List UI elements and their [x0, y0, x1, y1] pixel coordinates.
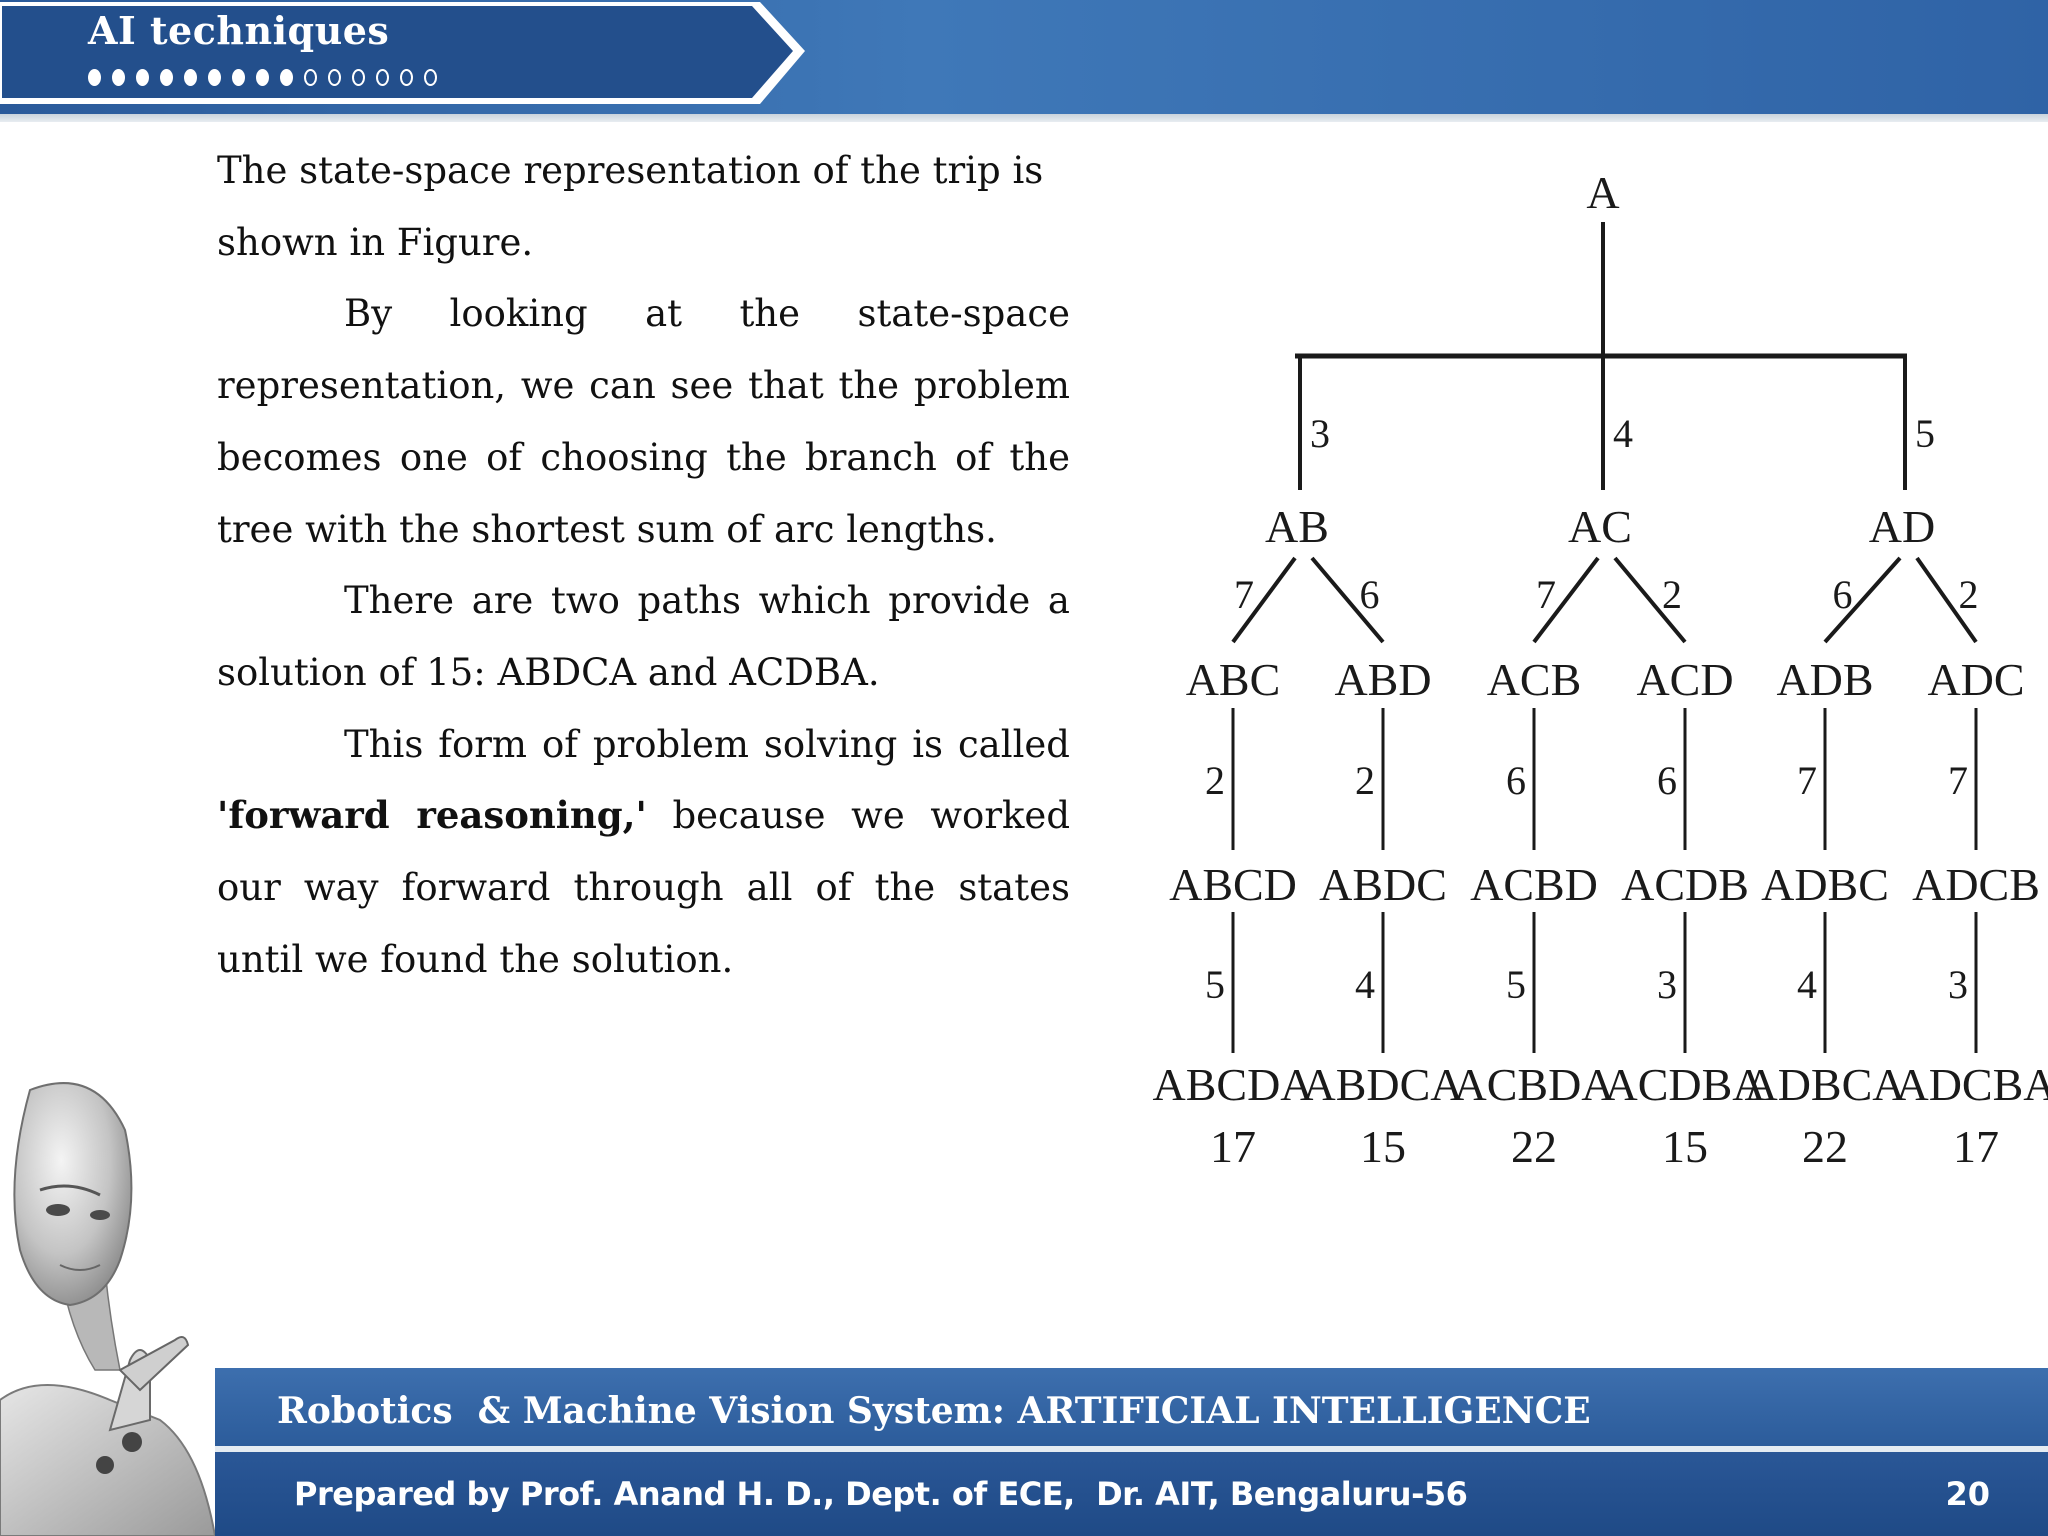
edge-cost: 4 — [1613, 411, 1633, 456]
tree-edge — [1310, 556, 1385, 644]
edge-cost: 5 — [1205, 962, 1225, 1007]
tree-node-level4: ADBCA — [1744, 1059, 1905, 1110]
tree-node-level2: ACB — [1487, 654, 1582, 705]
tree-edge — [1915, 556, 1978, 644]
tree-node-level2: ADB — [1776, 654, 1873, 705]
slide-title: AI techniques — [88, 8, 390, 53]
footer-course-bar — [215, 1368, 2048, 1446]
tree-node-level4: ABDCA — [1302, 1059, 1463, 1110]
progress-dot — [208, 68, 221, 86]
progress-dot — [256, 68, 269, 86]
edge-cost: 5 — [1506, 962, 1526, 1007]
paragraph-forward-reasoning: This form of problem solving is called '… — [217, 709, 1070, 996]
state-space-tree: A3AB4AC5AD7ABC2ABCD5ABCDA176ABD2ABDC4ABD… — [1152, 167, 2048, 1172]
path-total-cost: 15 — [1360, 1121, 1406, 1172]
path-total-cost: 22 — [1511, 1121, 1557, 1172]
tree-edge — [1613, 556, 1687, 644]
body-text: The state-space representation of the tr… — [217, 135, 1070, 995]
edge-cost: 6 — [1657, 758, 1677, 803]
footer-author-bar — [215, 1452, 2048, 1536]
tree-node-level3: ADBC — [1761, 859, 1889, 910]
tree-node-level4: ACDBA — [1604, 1059, 1765, 1110]
edge-cost: 3 — [1310, 411, 1330, 456]
tree-node-level1: AD — [1869, 501, 1935, 552]
edge-cost: 2 — [1959, 572, 1979, 617]
course-title: Robotics & Machine Vision System: ARTIFI… — [277, 1390, 1591, 1432]
edge-cost: 7 — [1536, 572, 1556, 617]
page-number: 20 — [1945, 1475, 1990, 1513]
tree-node-level3: ACDB — [1621, 859, 1749, 910]
edge-cost: 7 — [1797, 758, 1817, 803]
tree-edge — [1532, 556, 1600, 644]
tree-node-level2: ADC — [1927, 654, 2024, 705]
footer-divider — [215, 1446, 2048, 1452]
progress-dot — [328, 68, 341, 86]
progress-dot — [304, 68, 317, 86]
path-total-cost: 17 — [1210, 1121, 1256, 1172]
tree-node-level4: ACBDA — [1453, 1059, 1614, 1110]
paragraph-solution: There are two paths which provide a solu… — [217, 579, 1070, 694]
tree-node-level2: ABC — [1186, 654, 1281, 705]
tree-node-level3: ADCB — [1912, 859, 2040, 910]
edge-cost: 2 — [1662, 572, 1682, 617]
progress-dot — [352, 68, 365, 86]
progress-dot — [424, 68, 437, 86]
edge-cost: 4 — [1355, 962, 1375, 1007]
edge-cost: 3 — [1657, 962, 1677, 1007]
tree-node-level4: ADCBA — [1895, 1059, 2048, 1110]
progress-indicator — [88, 62, 437, 92]
tree-edge — [1823, 556, 1902, 644]
progress-dot — [280, 68, 293, 86]
tree-node-level3: ACBD — [1470, 859, 1598, 910]
edge-cost: 3 — [1948, 962, 1968, 1007]
tree-node-level1: AB — [1265, 501, 1329, 552]
text-prefix: This form of problem solving is called — [344, 722, 1070, 766]
edge-cost: 6 — [1506, 758, 1526, 803]
tree-node-level1: AC — [1568, 501, 1632, 552]
edge-cost: 6 — [1360, 572, 1380, 617]
path-total-cost: 15 — [1662, 1121, 1708, 1172]
paragraph-analysis: By looking at the state-space representa… — [217, 292, 1070, 551]
progress-dot — [184, 68, 197, 86]
tree-node-root: A — [1586, 167, 1619, 218]
progress-dot — [136, 68, 149, 86]
tree-edge — [1231, 556, 1297, 644]
tree-node-level4: ABCDA — [1152, 1059, 1313, 1110]
path-total-cost: 17 — [1953, 1121, 1999, 1172]
progress-dot — [88, 68, 101, 86]
paragraph-intro: The state-space representation of the tr… — [217, 149, 1044, 264]
robot-illustration — [0, 1082, 217, 1536]
title-banner — [0, 2, 805, 104]
edge-cost: 6 — [1833, 572, 1853, 617]
tree-node-level3: ABCD — [1169, 859, 1297, 910]
edge-cost: 4 — [1797, 962, 1817, 1007]
text-suffix: because we worked our way forward throug… — [217, 794, 1071, 981]
progress-dot — [160, 68, 173, 86]
edge-cost: 2 — [1355, 758, 1375, 803]
path-total-cost: 22 — [1802, 1121, 1848, 1172]
forward-reasoning-term: 'forward reasoning,' — [217, 793, 647, 838]
edge-cost: 7 — [1234, 572, 1254, 617]
header-divider — [0, 114, 2048, 122]
edge-cost: 2 — [1205, 758, 1225, 803]
progress-dot — [112, 68, 125, 86]
edge-cost: 7 — [1948, 758, 1968, 803]
header-bar: AI techniques — [0, 0, 2048, 120]
edge-cost: 5 — [1915, 411, 1935, 456]
tree-node-level2: ABD — [1334, 654, 1431, 705]
author-credit: Prepared by Prof. Anand H. D., Dept. of … — [294, 1475, 1468, 1513]
tree-node-level2: ACD — [1636, 654, 1733, 705]
tree-node-level3: ABDC — [1319, 859, 1447, 910]
progress-dot — [232, 68, 245, 86]
progress-dot — [400, 68, 413, 86]
progress-dot — [376, 68, 389, 86]
